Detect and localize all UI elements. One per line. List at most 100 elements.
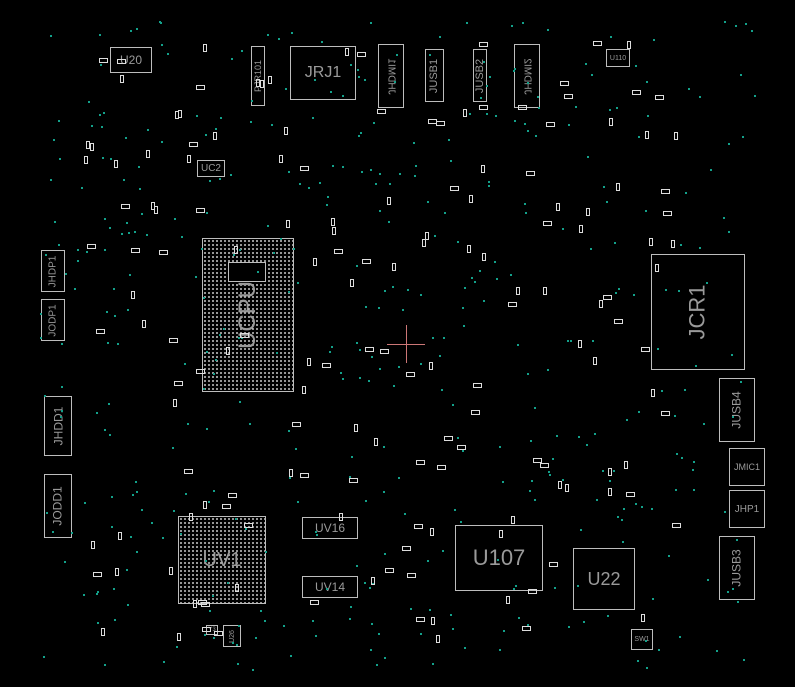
via — [527, 129, 530, 132]
via — [137, 165, 140, 168]
component-jodp1[interactable]: JODP1 — [41, 299, 65, 341]
smd-pad — [91, 540, 96, 549]
component-uv14[interactable]: UV14 — [302, 576, 358, 598]
component-jodd1[interactable]: JODD1 — [44, 474, 72, 538]
smd-pad — [480, 164, 485, 173]
component-uv1[interactable]: UV1 — [178, 516, 266, 604]
via — [456, 437, 459, 440]
via — [426, 559, 429, 562]
via — [64, 561, 67, 564]
via — [158, 20, 161, 23]
via — [267, 224, 270, 227]
via — [283, 624, 286, 627]
via — [42, 655, 45, 658]
via — [230, 173, 233, 176]
via — [723, 217, 726, 220]
component-jusb3[interactable]: JUSB3 — [719, 536, 755, 600]
smd-pad — [435, 120, 445, 126]
label: U22 — [587, 568, 621, 589]
smd-pad — [203, 44, 208, 53]
smd-pad — [235, 584, 240, 593]
via — [617, 287, 620, 290]
component-jhdmi1[interactable]: JHDMI1 — [378, 44, 404, 108]
component-u110[interactable]: U110 — [606, 49, 630, 67]
smd-pad — [673, 132, 678, 141]
via — [87, 101, 90, 104]
smd-pad — [288, 469, 293, 478]
via — [509, 274, 512, 277]
via — [699, 96, 702, 99]
smd-pad — [565, 483, 570, 492]
component-jhp1[interactable]: JHP1 — [729, 490, 765, 528]
smd-pad — [470, 409, 480, 415]
component-jusb2[interactable]: JUSB2 — [473, 49, 487, 102]
smd-pad — [348, 477, 358, 483]
component-jhdd1[interactable]: JHDD1 — [44, 396, 72, 456]
via — [241, 337, 244, 340]
via — [442, 549, 445, 552]
smd-pad — [256, 78, 261, 87]
via — [331, 165, 334, 168]
smd-pad — [176, 632, 181, 641]
component-u107[interactable]: U107 — [455, 525, 543, 591]
smd-pad — [518, 105, 528, 111]
smd-pad — [663, 211, 673, 217]
component-jhdmi2[interactable]: JHDMI2 — [514, 44, 540, 108]
component-jhdp1[interactable]: JHDP1 — [41, 250, 65, 292]
via — [226, 581, 229, 584]
via — [740, 73, 743, 76]
via — [483, 60, 486, 63]
via — [414, 175, 417, 178]
via — [675, 489, 678, 492]
component-y3[interactable]: Y3 — [206, 625, 218, 635]
component-uc2[interactable]: UC2 — [197, 160, 225, 177]
component-sw1[interactable]: SW1 — [631, 629, 653, 650]
via — [359, 349, 362, 352]
component-jcr1[interactable]: JCR1 — [651, 254, 745, 370]
component-jmic1[interactable]: JMIC1 — [729, 448, 765, 486]
via — [412, 141, 415, 144]
via — [636, 659, 639, 662]
smd-pad — [260, 79, 265, 88]
component-u22[interactable]: U22 — [573, 548, 635, 610]
component-jrj1[interactable]: JRJ1 — [290, 46, 356, 100]
via — [496, 277, 499, 280]
smd-pad — [608, 117, 613, 126]
via — [320, 40, 323, 43]
via — [126, 604, 129, 607]
smd-pad — [154, 206, 159, 215]
via — [641, 505, 644, 508]
via — [325, 588, 328, 591]
smd-pad — [578, 340, 583, 349]
via — [705, 282, 708, 285]
via — [439, 355, 441, 358]
via — [234, 518, 237, 521]
component-pjr101[interactable]: PJR101 — [251, 46, 265, 106]
via — [140, 213, 143, 216]
component-jusb1[interactable]: JUSB1 — [425, 49, 444, 102]
via — [76, 248, 79, 251]
component-uv16[interactable]: UV16 — [302, 517, 358, 539]
smd-pad — [546, 121, 556, 127]
via — [235, 644, 238, 647]
via — [49, 179, 52, 182]
via — [647, 114, 650, 117]
via — [280, 238, 283, 241]
smd-pad — [592, 41, 602, 47]
via — [257, 271, 260, 274]
via — [222, 328, 225, 331]
component-jusb4[interactable]: JUSB4 — [719, 378, 755, 442]
via — [140, 508, 143, 511]
component-u26[interactable]: U26 — [223, 625, 241, 647]
smd-pad — [239, 332, 249, 338]
via — [464, 287, 467, 290]
via — [502, 480, 505, 483]
via — [341, 166, 344, 169]
cpu-die-cutout — [228, 262, 266, 282]
smd-pad — [421, 239, 426, 248]
smd-pad — [479, 41, 489, 47]
smd-pad — [301, 386, 306, 395]
via — [527, 81, 530, 84]
via — [395, 53, 398, 56]
